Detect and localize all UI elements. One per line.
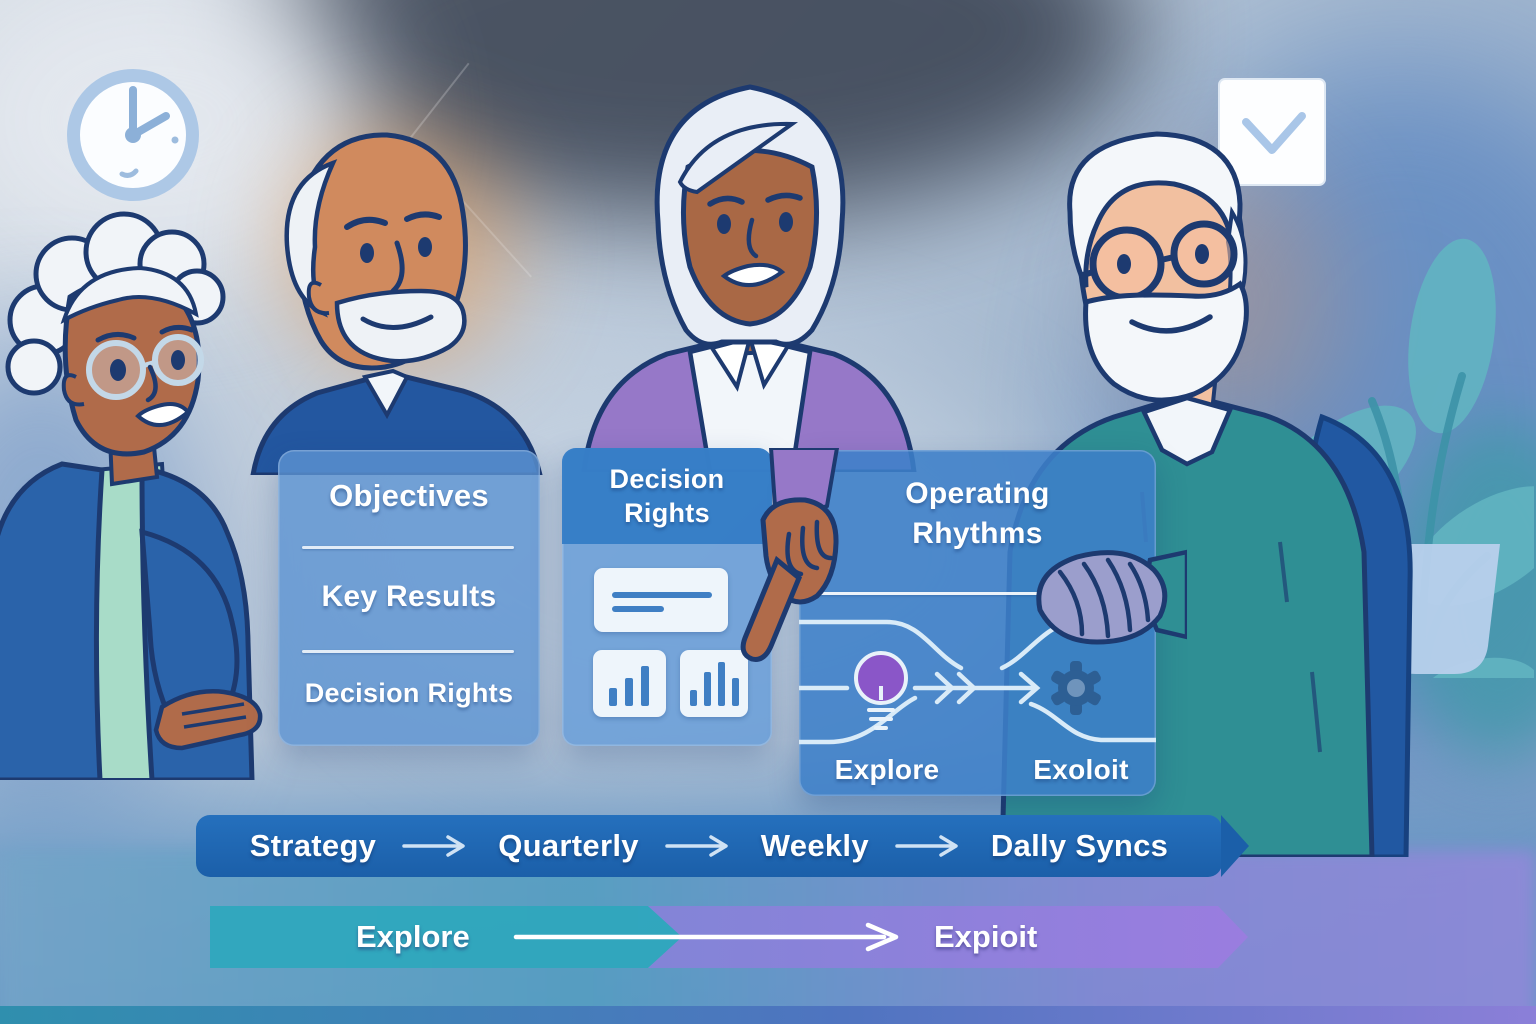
resting-hand [1036, 549, 1187, 645]
pointing-hand [740, 448, 840, 662]
cadence-item-weekly: Weekly [760, 828, 869, 863]
okr-item-decision-rights: Decision Rights [304, 678, 514, 708]
okr-item-objectives: Objectives [329, 478, 489, 513]
operating-rhythms-divider [817, 592, 1139, 595]
person-woman-left [0, 211, 263, 780]
checkmark-box-icon [1218, 78, 1326, 186]
explore-exploit-banner-shape [210, 906, 1248, 968]
cadence-item-strategy: Strategy [249, 828, 377, 863]
document-line-2 [612, 606, 664, 612]
arrow-right-icon [513, 922, 899, 952]
gear-icon [1051, 661, 1101, 715]
flow-explore-label: Explore [834, 754, 940, 785]
card-operating-rhythms-title-line2: Rhythms [912, 517, 1043, 550]
banner-explore-label: Explore [356, 919, 470, 954]
lightbulb-icon [854, 651, 908, 730]
clock-icon [67, 69, 199, 201]
bar-chart-icon [593, 650, 666, 717]
cadence-item-quarterly: Quarterly [498, 828, 639, 863]
cadence-banner: Strategy Quarterly Weekly Dally Syncs [196, 815, 1249, 877]
bar-chart-icon [680, 650, 748, 717]
person-woman-middle [581, 84, 917, 472]
card-operating-rhythms-title-line1: Operating [905, 477, 1050, 510]
card-okr: Objectives Key Results Decision Rights [278, 450, 540, 746]
okr-divider-1 [302, 546, 514, 549]
person-man-bald [250, 132, 543, 475]
banner-exploit-label: Expioit [934, 919, 1038, 954]
card-decision-rights-title-line2: Rights [624, 498, 710, 528]
explore-exploit-banner: Explore Expioit [196, 906, 1260, 968]
card-operating-rhythms: Operating Rhythms [799, 450, 1156, 796]
card-decision-rights-title-line1: Decision [609, 464, 725, 494]
arrow-right-icon [665, 835, 728, 857]
arrow-right-icon [895, 835, 958, 857]
okr-item-key-results: Key Results [321, 580, 497, 613]
document-icon [594, 568, 728, 632]
card-decision-rights-header: Decision Rights [562, 448, 772, 544]
cadence-item-daily-syncs: Dally Syncs [990, 828, 1169, 863]
flow-exploit-label: Exoloit [1033, 754, 1129, 785]
background-bottom-strip [0, 1006, 1536, 1024]
card-decision-rights: Decision Rights [562, 448, 772, 746]
document-line-1 [612, 592, 712, 598]
okr-divider-2 [302, 650, 514, 653]
arrow-right-icon [402, 835, 465, 857]
